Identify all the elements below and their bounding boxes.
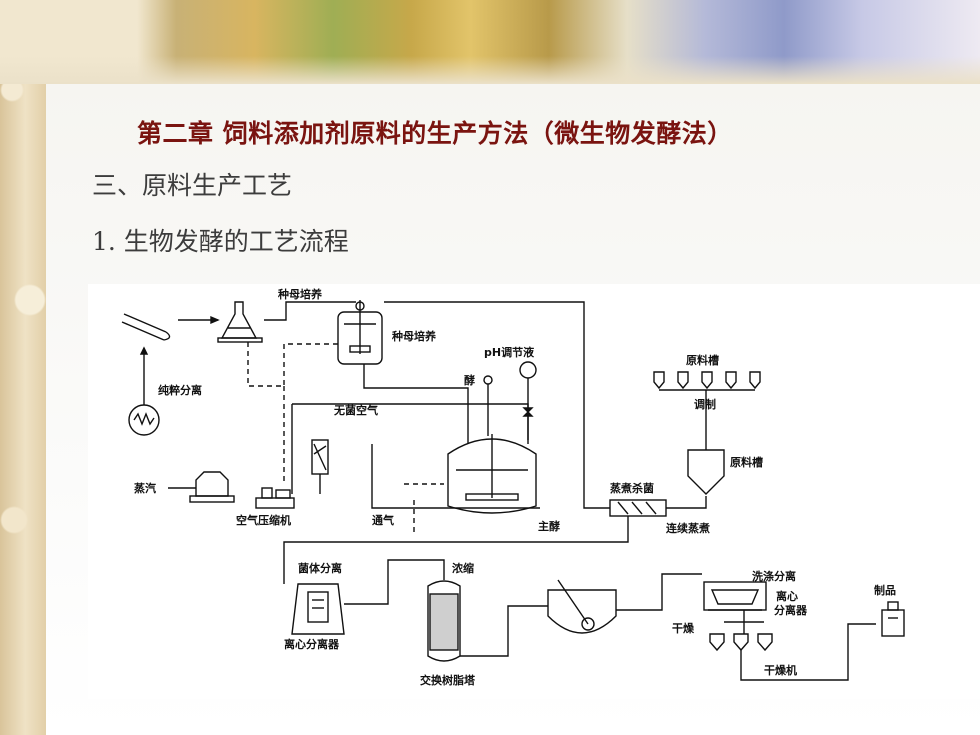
diagram-background (88, 284, 980, 699)
aeration-line (371, 444, 444, 509)
label-pure-isolation: 纯粹分离 (158, 383, 202, 397)
steam-boiler-icon (168, 471, 235, 503)
label-seed-culture-top: 种母培养 (277, 287, 323, 301)
label-raw-tank: 原料槽 (730, 455, 763, 469)
seed-tank-icon (337, 300, 383, 365)
air-compressor-icon (255, 487, 295, 509)
line-to-resin-tower (344, 559, 445, 605)
line-to-wash-centrifuge (616, 573, 702, 611)
subsection-heading: 1. 生物发酵的工艺流程 (92, 227, 349, 256)
label-ph-adjust: pH调节液 (484, 345, 535, 359)
slide-title: 第二章 饲料添加剂原料的生产方法（微生物发酵法） (137, 119, 733, 148)
label-centrifuge: 离心 (776, 589, 798, 603)
label-seed-culture-tank: 种母培养 (391, 329, 437, 343)
label-steam: 蒸汽 (134, 481, 156, 495)
label-cell-separation: 菌体分离 (298, 561, 342, 575)
label-separator: 分离器 (774, 603, 808, 617)
left-decorative-strip (0, 0, 46, 735)
dryer-icon (709, 610, 876, 681)
label-raw-tank-top: 原料槽 (686, 353, 719, 367)
label-main-fermentation: 主酵 (538, 519, 560, 533)
label-aeration: 通气 (372, 513, 394, 527)
line-flask-to-seed (264, 301, 356, 321)
line-seed-to-fermenter (363, 364, 469, 444)
label-concentrate: 浓缩 (452, 561, 474, 575)
label-dryer: 干燥机 (764, 663, 797, 677)
dashed-air-line-seed (247, 342, 338, 387)
label-sterile-air: 无菌空气 (333, 403, 378, 417)
shake-flask-icon (217, 301, 263, 343)
label-cook-sterilize: 蒸煮杀菌 (610, 481, 654, 495)
line-sterilizer-to-raw (666, 496, 707, 509)
label-enzyme: 酵 (464, 373, 475, 387)
centrifuge-separator-icon (291, 583, 345, 635)
banner-fade (0, 56, 980, 84)
line-to-centrifuge (283, 516, 629, 584)
label-ion-exchange-tower: 交换树脂塔 (420, 673, 476, 687)
product-bottle-icon (881, 601, 905, 637)
label-centrifuge-separator: 离心分离器 (284, 637, 340, 651)
wash-centrifuge-icon (703, 581, 767, 611)
label-wash-separation: 洗涤分离 (752, 569, 796, 583)
label-drying: 干燥 (672, 621, 695, 635)
main-fermenter-icon (444, 434, 540, 514)
label-air-compressor: 空气压缩机 (236, 513, 291, 527)
raw-material-bins-icon (653, 371, 761, 450)
crystallizer-icon (547, 579, 617, 634)
line-to-sterilizer (384, 301, 610, 509)
test-tube-icon (121, 313, 171, 341)
raw-material-tank-icon (687, 449, 725, 495)
section-heading: 三、原料生产工艺 (92, 171, 293, 200)
fermentation-process-diagram: 种母培养 种母培养 纯粹分离 pH调节液 酵 原料槽 调制 原料槽 无菌空气 蒸… (88, 284, 980, 699)
line-to-crystallizer (460, 605, 548, 657)
label-continuous-cook: 连续蒸煮 (666, 521, 710, 535)
label-mixing: 调制 (694, 397, 716, 411)
label-product: 制品 (874, 583, 896, 597)
